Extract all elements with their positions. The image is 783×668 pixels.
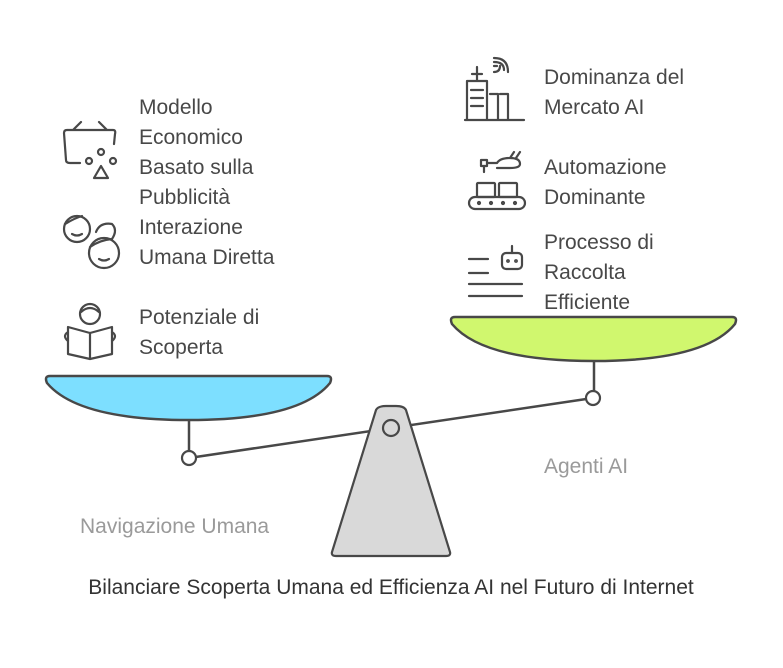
right-item-collection: Processo di Raccolta Efficiente xyxy=(544,231,654,314)
left-item-human-interaction: Interazione Umana Diretta xyxy=(139,216,275,269)
conveyor-robot-arm-icon xyxy=(467,150,527,211)
right-joint xyxy=(584,389,602,407)
item-text-line: Automazione xyxy=(544,156,667,179)
left-item-discovery: Potenziale di Scoperta xyxy=(139,306,259,359)
item-text-line: Dominanza del xyxy=(544,66,684,89)
person-reading-icon xyxy=(63,302,117,361)
item-text-line: Interazione xyxy=(139,216,243,239)
item-text-line: Basato sulla xyxy=(139,156,254,179)
item-text-line: Raccolta xyxy=(544,261,626,284)
left-item-ad-model: Modello Economico Basato sulla Pubblicit… xyxy=(139,96,254,209)
right-item-automation: Automazione Dominante xyxy=(544,156,667,209)
item-text-line: Dominante xyxy=(544,186,646,209)
item-text-line: Modello xyxy=(139,96,213,119)
diagram-title: Bilanciare Scoperta Umana ed Efficienza … xyxy=(88,576,694,599)
left-side-label: Navigazione Umana xyxy=(80,515,269,538)
item-text-line: Processo di xyxy=(544,231,654,254)
right-item-market: Dominanza del Mercato AI xyxy=(544,66,684,119)
item-text-line: Mercato AI xyxy=(544,96,644,119)
item-text-line: Scoperta xyxy=(139,336,223,359)
right-pan xyxy=(449,315,738,363)
pivot xyxy=(381,418,401,438)
fulcrum xyxy=(330,404,452,558)
two-faces-icon xyxy=(62,214,121,270)
basket-shapes-icon xyxy=(62,120,118,180)
item-text-line: Umana Diretta xyxy=(139,246,275,269)
right-side-label: Agenti AI xyxy=(544,455,628,478)
robot-list-icon xyxy=(467,244,524,298)
item-text-line: Economico xyxy=(139,126,243,149)
item-text-line: Potenziale di xyxy=(139,306,259,329)
left-pan xyxy=(44,374,333,422)
item-text-line: Efficiente xyxy=(544,291,630,314)
city-signal-icon xyxy=(463,56,526,122)
left-joint xyxy=(180,449,198,467)
item-text-line: Pubblicità xyxy=(139,186,230,209)
